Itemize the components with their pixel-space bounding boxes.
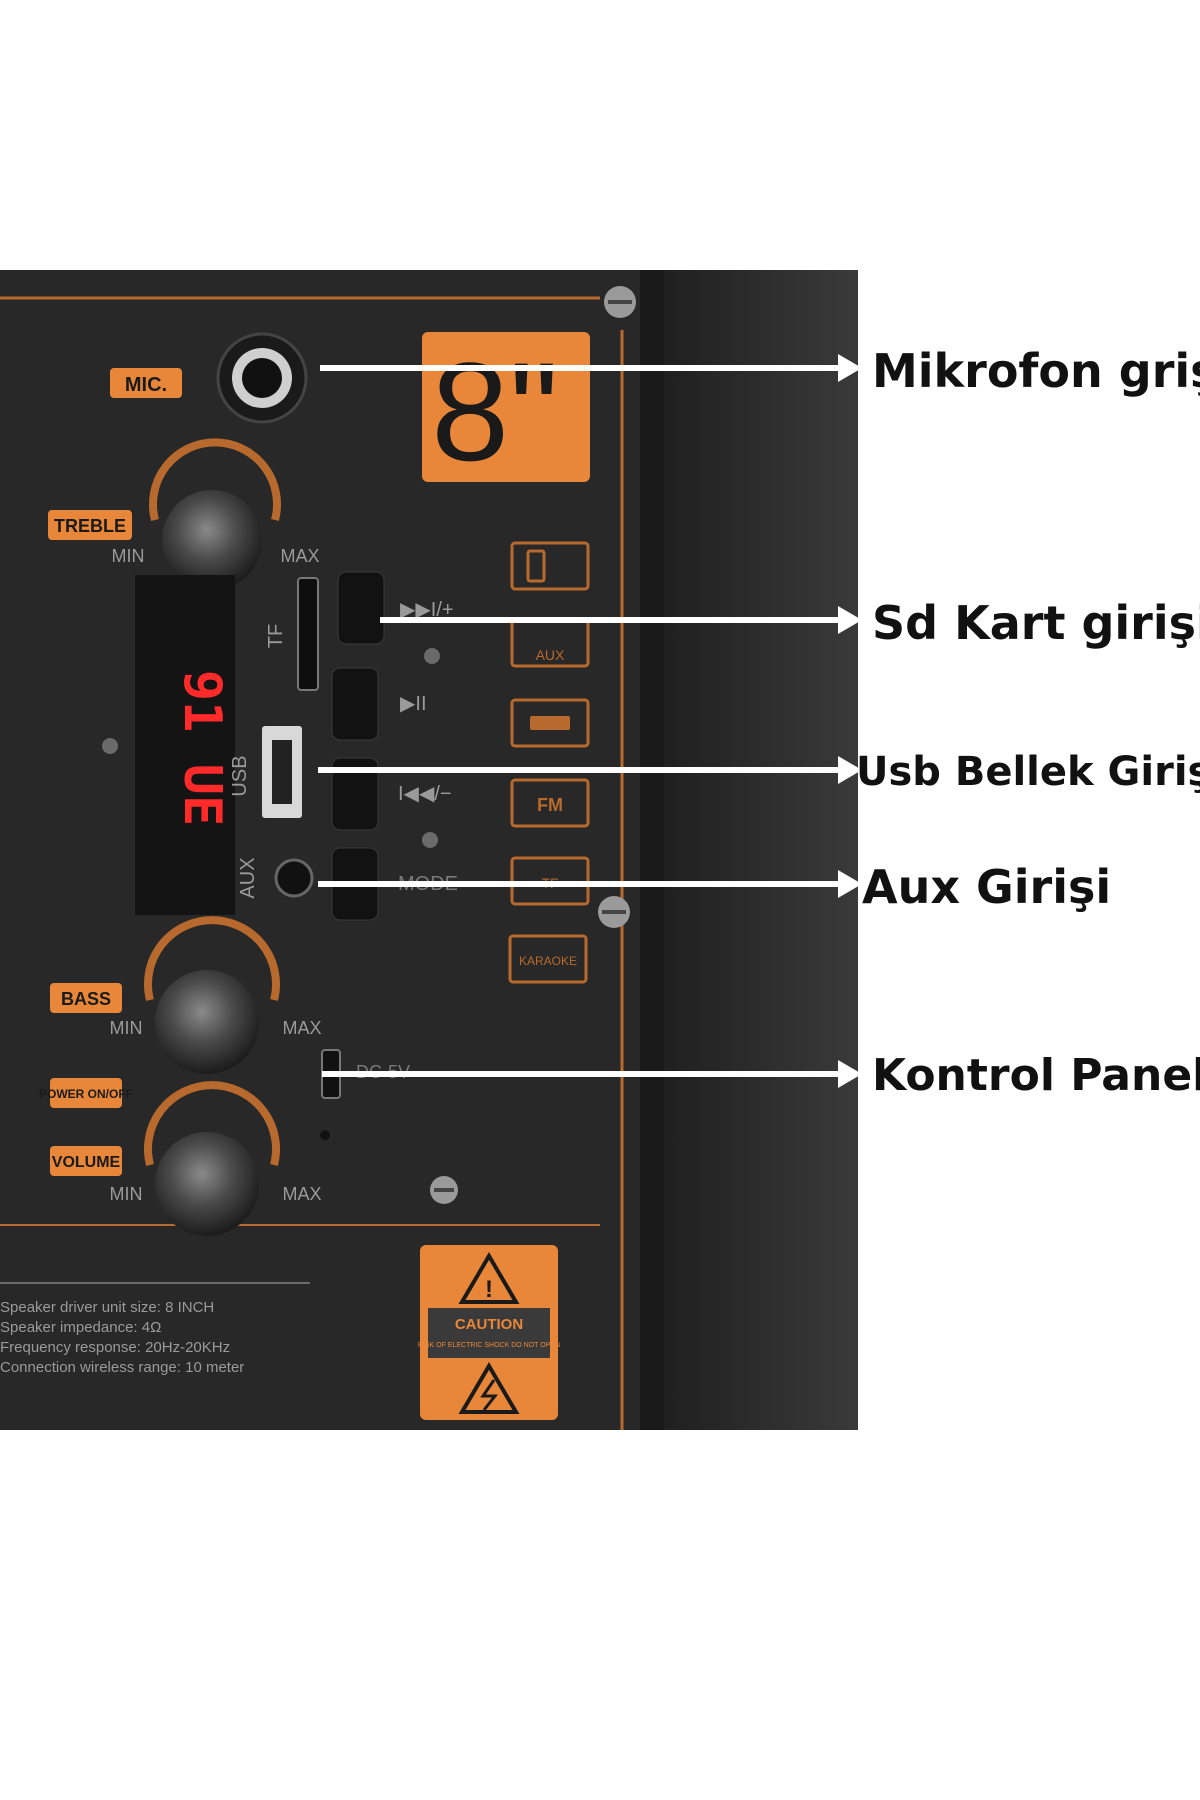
- svg-text:FM: FM: [537, 795, 563, 815]
- panel-side: [660, 270, 858, 1430]
- karaoke-mode-icon: KARAOKE: [508, 934, 588, 984]
- control-panel-callout-label: Kontrol Paneli: [872, 1050, 1200, 1101]
- mic-label: MIC.: [125, 374, 167, 396]
- volume-label: VOLUME: [52, 1154, 121, 1171]
- aux-callout-label: Aux Girişi: [862, 860, 1112, 914]
- volume-knob[interactable]: [155, 1132, 259, 1236]
- treble-min-label: MIN: [112, 546, 145, 566]
- treble-max-label: MAX: [280, 546, 319, 566]
- power-label: POWER ON/OFF: [39, 1087, 133, 1101]
- sd-card-callout-label: Sd Kart girişi: [872, 596, 1200, 650]
- treble-label: TREBLE: [54, 516, 126, 536]
- svg-text:AUX: AUX: [536, 647, 565, 663]
- volume-max-label: MAX: [282, 1184, 321, 1204]
- control-callout-arrow: [322, 1060, 862, 1088]
- tf-card-slot[interactable]: [297, 577, 319, 691]
- treble-tag: [48, 510, 132, 540]
- volume-tag: [50, 1146, 122, 1176]
- play-pause-button-label: ▶II: [400, 693, 427, 715]
- bass-label: BASS: [61, 989, 111, 1009]
- svg-text:!: !: [485, 1276, 493, 1303]
- usb-callout-label: Usb Bellek Girişi: [856, 749, 1200, 795]
- next-button[interactable]: [337, 571, 385, 645]
- bass-tag: [50, 983, 122, 1013]
- spec-line: Connection wireless range: 10 meter: [0, 1359, 244, 1376]
- screw-icon: [102, 738, 118, 754]
- spec-line: Frequency response: 20Hz-20KHz: [0, 1339, 230, 1356]
- mic-jack[interactable]: [216, 332, 308, 424]
- screw-icon: [430, 1176, 458, 1204]
- screw-icon: [598, 896, 630, 928]
- screw-icon: [424, 648, 440, 664]
- usb-callout-arrow: [318, 756, 862, 784]
- caution-title: CAUTION: [455, 1316, 523, 1333]
- power-tag: [50, 1078, 122, 1108]
- volume-min-label: MIN: [110, 1184, 143, 1204]
- next-button-label: ▶▶I/+: [400, 599, 454, 621]
- usb-mode-icon: [510, 698, 590, 748]
- screw-icon: [604, 286, 636, 318]
- prev-button[interactable]: [331, 757, 379, 831]
- usb-label: USB: [229, 755, 251, 796]
- treble-knob[interactable]: [162, 490, 262, 590]
- aux-label: AUX: [237, 857, 259, 898]
- indicator-led: [320, 1130, 330, 1140]
- aux-jack[interactable]: [274, 858, 314, 898]
- led-display: [135, 575, 235, 915]
- mic-callout-arrow: [320, 354, 862, 382]
- sd-callout-arrow: [380, 606, 862, 634]
- bass-min-label: MIN: [110, 1018, 143, 1038]
- prev-button-label: I◀◀/−: [398, 783, 452, 805]
- play-pause-button[interactable]: [331, 667, 379, 741]
- mic-callout-label: Mikrofon grişi: [872, 344, 1200, 398]
- caution-subtitle: RISK OF ELECTRIC SHOCK DO NOT OPEN: [418, 1342, 560, 1349]
- shock-warning-icon: [458, 1362, 520, 1414]
- mic-tag: [110, 368, 182, 398]
- bass-knob[interactable]: [155, 970, 259, 1074]
- spec-line: Speaker impedance: 4Ω: [0, 1319, 161, 1336]
- bass-max-label: MAX: [282, 1018, 321, 1038]
- tf-label: TF: [265, 624, 287, 648]
- screw-icon: [422, 832, 438, 848]
- svg-text:KARAOKE: KARAOKE: [519, 954, 577, 968]
- fm-mode-icon: FM: [510, 778, 590, 828]
- phone-mode-icon: [510, 541, 590, 591]
- warning-icon: [458, 1252, 520, 1304]
- aux-callout-arrow: [318, 870, 862, 898]
- size-badge-text: 8": [431, 333, 559, 490]
- spec-line: Speaker driver unit size: 8 INCH: [0, 1299, 214, 1316]
- led-display-text: 91 UE: [172, 670, 232, 827]
